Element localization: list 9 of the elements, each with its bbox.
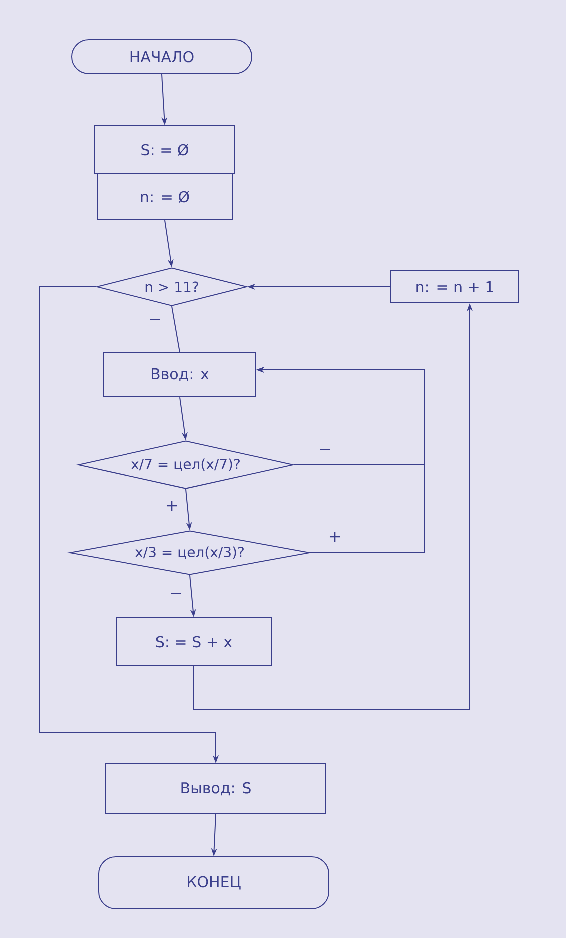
edge-label: − [168, 592, 184, 600]
process-box: S: = Ø [94, 126, 236, 174]
edge-label: − [317, 448, 333, 456]
process-box: Ввод: x [104, 352, 256, 398]
process-box: S: = S + x [116, 618, 272, 666]
process-box: n: = n + 1 [390, 270, 520, 304]
process-box: Вывод: S [106, 764, 326, 814]
edge-label: − [147, 318, 163, 326]
process-box: n: = Ø [97, 174, 233, 220]
